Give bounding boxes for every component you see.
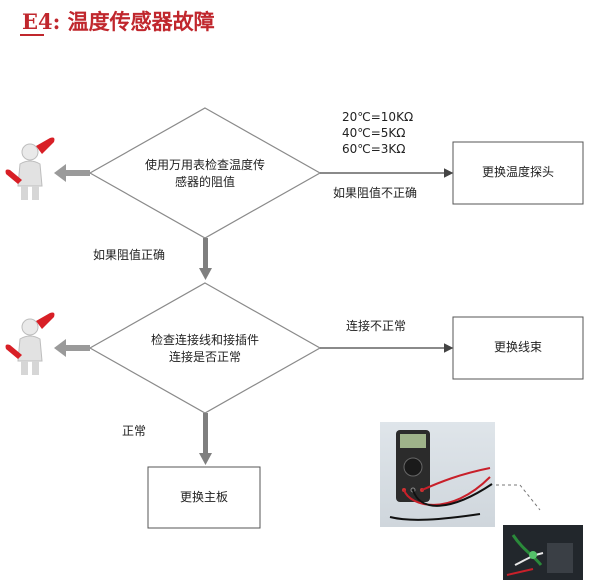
replace-probe-label: 更换温度探头 — [481, 165, 554, 179]
label-correct: 如果阻值正确 — [93, 248, 166, 262]
arrow-down-1 — [199, 238, 212, 280]
repair-person-icon — [5, 312, 55, 375]
label-normal: 正常 — [122, 424, 147, 438]
resistance-ref-2: 40℃=5KΩ — [342, 126, 406, 140]
label-connection-bad: 连接不正常 — [346, 319, 407, 333]
title-underline — [20, 34, 44, 36]
sensor-connector-photo — [503, 525, 583, 580]
replace-board-box — [147, 466, 261, 529]
resistance-ref-1: 20℃=10KΩ — [342, 110, 414, 124]
label-incorrect: 如果阻值不正确 — [333, 186, 418, 200]
multimeter-photo — [380, 422, 495, 527]
arrow-down-2 — [199, 413, 212, 465]
replace-harness-box — [452, 316, 584, 380]
resistance-ref-3: 60℃=3KΩ — [342, 142, 406, 156]
arrow-left-2 — [54, 339, 90, 357]
replace-probe-box — [452, 141, 584, 205]
dashed-connector — [490, 484, 541, 511]
arrow-left-1 — [54, 164, 90, 182]
replace-harness-label: 更换线束 — [493, 340, 542, 354]
page-title: E4: 温度传感器故障 — [22, 9, 215, 34]
decision-2-text: 检查连接线和接插件 连接是否正常 — [150, 333, 259, 364]
decision-1-text: 使用万用表检查温度传 感器的阻值 — [144, 158, 265, 189]
replace-board-label: 更换主板 — [179, 490, 228, 504]
repair-person-icon — [5, 137, 55, 200]
